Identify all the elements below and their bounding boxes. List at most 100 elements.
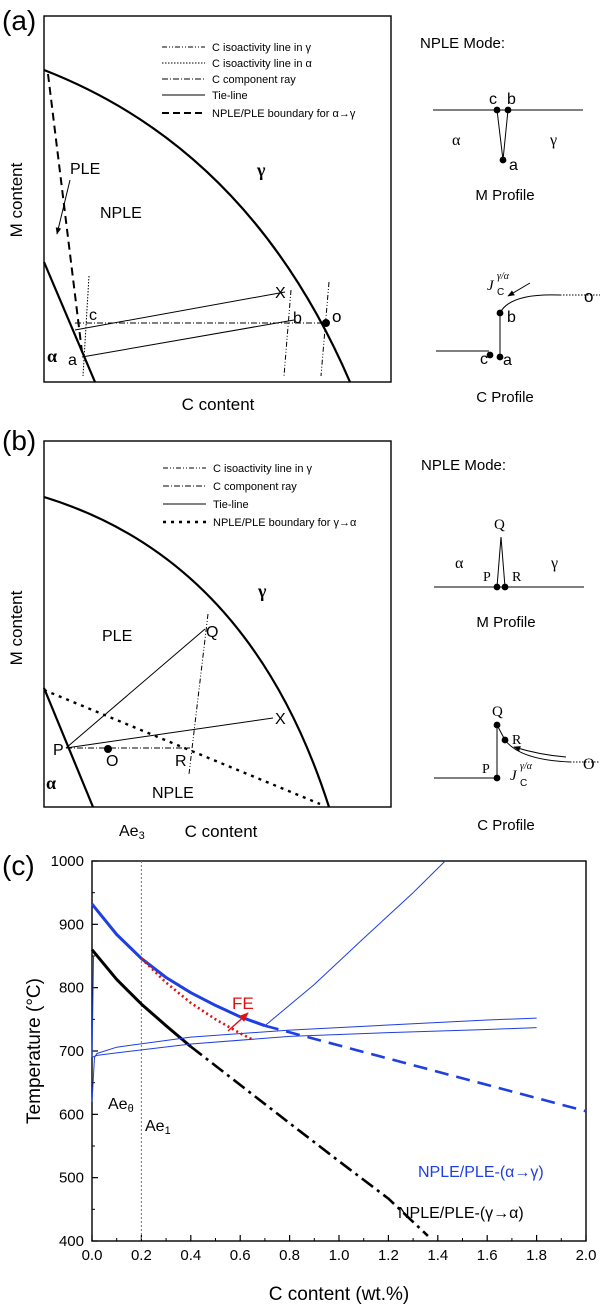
x-tick-label: 1.6: [477, 1247, 498, 1264]
legend-label: NPLE/PLE boundary for γ→α: [213, 517, 357, 529]
profile-point-b: [496, 309, 504, 317]
flux-arrow: [513, 746, 567, 758]
x-tick-label: 0.2: [131, 1247, 152, 1264]
panel-b-mode-title: NPLE Mode:: [421, 457, 506, 474]
x-tick-label: 0.0: [82, 1247, 103, 1264]
c-profile-flux-j: J: [487, 278, 495, 294]
panel-a-m-profile: c b a α γ M Profile: [433, 91, 583, 204]
c-profile-q-label: Q: [492, 704, 503, 720]
panel-a-c-profile: J γ/α C o b c a C Profile: [436, 271, 600, 406]
m-profile-gamma-label: γ: [549, 132, 557, 149]
alpha-phase-boundary: [42, 261, 97, 383]
m-profile-title: M Profile: [475, 187, 534, 204]
ae3-label: Ae3: [119, 823, 145, 842]
profile-spike: [500, 536, 506, 588]
aetheta-sub: θ: [128, 1103, 134, 1115]
point-x-label: X: [275, 711, 286, 728]
m-profile-p-label: P: [483, 570, 491, 585]
c-profile-title: C Profile: [477, 817, 535, 834]
profile-spike: [496, 109, 504, 161]
legend-label: Tie-line: [213, 499, 249, 511]
x-tick-label: 0.6: [230, 1247, 251, 1264]
m-profile-gamma-label: γ: [550, 555, 558, 572]
c-profile-flux-sub: C: [497, 287, 504, 298]
ae3-sub: 3: [139, 830, 145, 842]
flux-arrow: [507, 282, 531, 297]
c-profile-a-label: a: [503, 352, 512, 369]
series-line-4: [140, 957, 254, 1041]
y-tick-label: 600: [59, 1106, 84, 1123]
profile-decay-curve: [499, 294, 561, 314]
m-profile-c-label: c: [489, 91, 497, 108]
profile-point-c: [486, 351, 494, 359]
ple-region-label: PLE: [102, 628, 132, 645]
legend-label: NPLE/PLE boundary for α→γ: [212, 108, 356, 120]
fe-label: FE: [232, 994, 254, 1013]
profile-decay-curve: [504, 739, 571, 763]
nple-ag-label: NPLE/PLE-(α→γ): [418, 1164, 544, 1181]
point-b-label: b: [293, 310, 302, 327]
panel-b-c-profile: Q R P J γ/α C O C Profile: [434, 704, 600, 834]
point-o-label: O: [106, 753, 118, 770]
c-profile-flux-sub: C: [520, 778, 527, 789]
nple-region-label: NPLE: [100, 205, 142, 222]
gamma-phase-boundary: [43, 68, 352, 383]
x-tick-label: 0.4: [180, 1247, 201, 1264]
x-tick-label: 2.0: [576, 1247, 597, 1264]
tie-line: [74, 291, 286, 331]
legend-label: C isoactivity line in γ: [213, 463, 313, 475]
m-profile-title: M Profile: [476, 614, 535, 631]
series-line-7: [264, 860, 446, 1027]
x-tick-label: 0.8: [279, 1247, 300, 1264]
profile-point-a: [499, 156, 507, 164]
ple-region-label: PLE: [70, 161, 100, 178]
point-o-label: o: [332, 307, 341, 326]
y-tick-label: 500: [59, 1170, 84, 1187]
c-profile-o-label: O: [583, 756, 595, 773]
profile-point-c: [493, 106, 501, 114]
fe-arrow: [227, 1012, 249, 1032]
series-line-2: [90, 948, 192, 1048]
gamma-region-label: γ: [257, 581, 267, 601]
series-line-1: [264, 1024, 587, 1113]
panel-a-legend: C isoactivity line in γ C isoactivity li…: [162, 42, 356, 120]
panel-b-ylabel: M content: [7, 590, 26, 665]
point-x-label: X: [275, 285, 286, 302]
series-line-3: [190, 1045, 429, 1237]
y-tick-label: 800: [59, 980, 84, 997]
ae1-main: Ae: [145, 1118, 165, 1135]
nple-ple-boundary: [47, 73, 83, 353]
isoactivity-gamma-line: [320, 281, 330, 377]
m-profile-alpha-label: α: [452, 132, 461, 149]
profile-point-a: [496, 353, 504, 361]
profile-point-r: [501, 583, 509, 591]
tie-line: [65, 717, 274, 749]
tie-line: [65, 628, 206, 749]
gamma-region-label: γ: [256, 160, 266, 180]
panel-b: (b) M content C content C isoactivity li…: [2, 425, 600, 841]
ae1-sub: 1: [165, 1125, 171, 1137]
tie-line: [81, 319, 295, 358]
c-profile-title: C Profile: [476, 389, 534, 406]
panel-b-legend: C isoactivity line in γ C component ray …: [163, 463, 357, 529]
profile-point-b: [504, 106, 512, 114]
profile-point-r: [501, 736, 509, 744]
c-profile-p-label: P: [482, 762, 490, 777]
nple-ga-label: NPLE/PLE-(γ→α): [398, 1205, 524, 1222]
legend-label: C component ray: [212, 74, 296, 86]
profile-point-q: [493, 721, 501, 729]
gamma-phase-boundary: [43, 495, 331, 808]
panel-c-label: (c): [2, 850, 35, 881]
profile-spike: [496, 536, 502, 588]
point-a-label: a: [68, 352, 77, 369]
point-p-label: P: [53, 742, 64, 759]
profile-point-p: [493, 774, 501, 782]
m-profile-a-label: a: [509, 157, 518, 174]
panel-a-frame: [43, 15, 392, 383]
ple-arrow: [55, 179, 71, 235]
y-tick-label: 400: [59, 1233, 84, 1250]
y-tick-label: 1000: [51, 853, 84, 870]
